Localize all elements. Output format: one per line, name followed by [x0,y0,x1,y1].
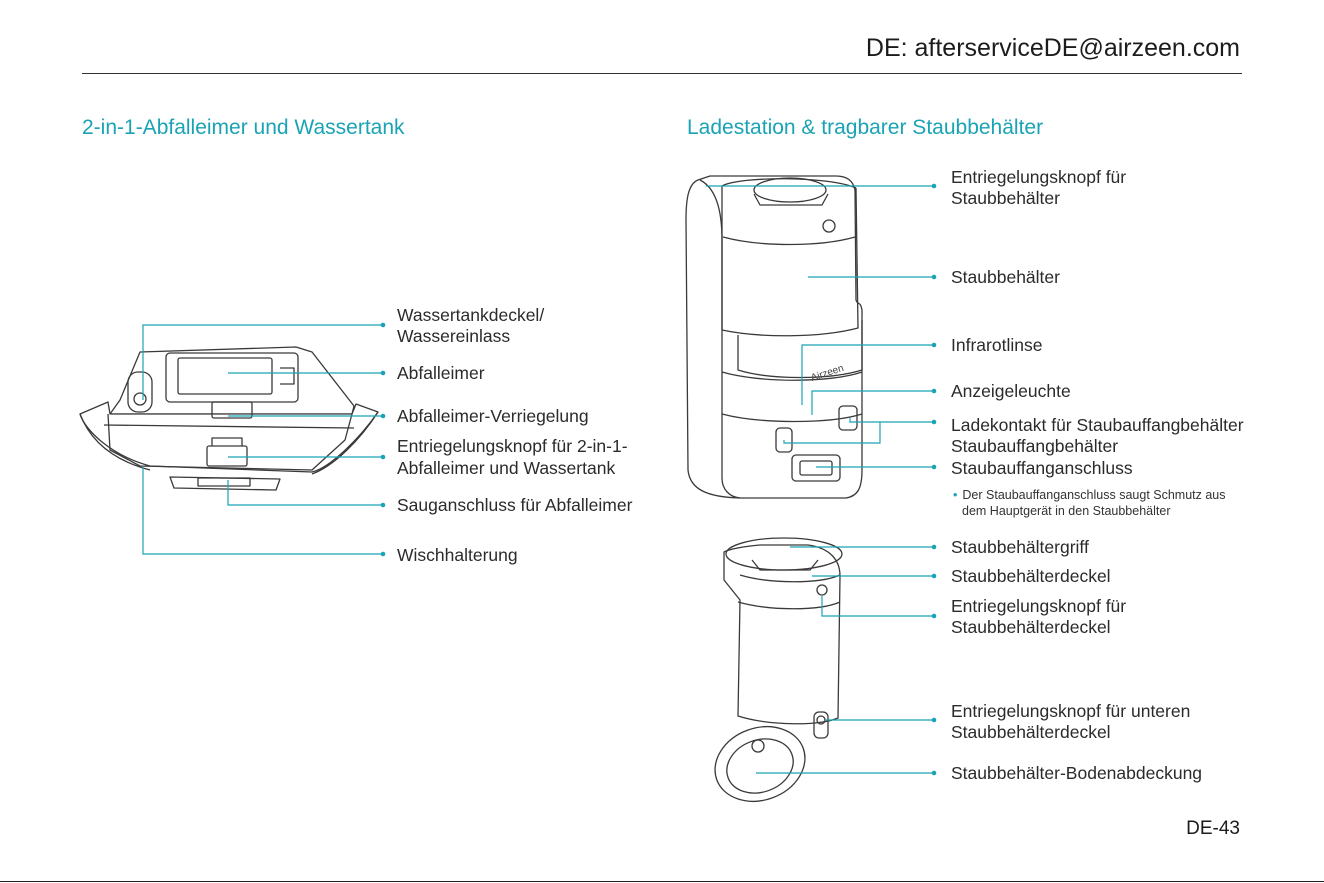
label-dust-collector: Staubauffangbehälter [951,436,1119,456]
bottom-rule [0,881,1324,882]
note-line-2: dem Hauptgerät in den Staubbehälter [962,504,1171,518]
label-dust-collector-port: Staubauffanganschluss [951,458,1133,478]
right-top-leader-dots [931,183,937,470]
label-dustbin: Staubbehälter [951,267,1060,287]
charging-station-illustration [685,175,863,499]
page-number: DE-43 [1186,818,1240,839]
label-dustbin-lid: Staubbehälterdeckel [951,566,1111,586]
right-bottom-leader-lines [756,546,934,774]
note-line-1: •Der Staubauffanganschluss saugt Schmutz… [953,488,1226,502]
label-waste-bin: Abfalleimer [397,363,485,383]
label-dustbin-release-line2: Staubbehälter [951,188,1060,208]
label-indicator-light: Anzeigeleuchte [951,381,1071,401]
label-dustbin-release-line1: Entriegelungsknopf für [951,167,1127,187]
label-release-button-2in1-line1: Entriegelungsknopf für 2-in-1- [397,436,628,456]
label-infrared-lens: Infrarotlinse [951,335,1043,355]
right-section-title: Ladestation & tragbarer Staubbehälter [687,116,1044,139]
label-release-button-2in1-line2: Abfalleimer und Wassertank [397,458,616,478]
left-leader-lines [142,324,383,555]
label-dustbin-handle: Staubbehältergriff [951,537,1089,557]
label-charging-contact: Ladekontakt für Staubauffangbehälter [951,415,1244,435]
right-top-leader-lines [706,185,934,468]
waste-bin-illustration [79,346,379,491]
header-rule [82,73,1242,74]
note-bullet: • [953,488,958,502]
label-bottom-cover: Staubbehälter-Bodenabdeckung [951,763,1203,783]
label-water-tank-lid: Wassertankdeckel/ [397,305,545,325]
label-suction-port: Sauganschluss für Abfalleimer [397,495,633,515]
label-lid-release-line2: Staubbehälterdeckel [951,617,1111,637]
header-email: DE: afterserviceDE@airzeen.com [865,34,1240,62]
label-lower-lid-release-line2: Staubbehälterdeckel [951,722,1111,742]
label-mop-holder: Wischhalterung [397,545,518,565]
label-lid-release-line1: Entriegelungsknopf für [951,596,1127,616]
label-waste-bin-lock: Abfalleimer-Verriegelung [397,406,589,426]
label-lower-lid-release-line1: Entriegelungsknopf für unteren [951,701,1191,721]
label-water-inlet: Wassereinlass [397,326,511,346]
left-section-title: 2-in-1-Abfalleimer und Wassertank [82,116,405,139]
right-bottom-leader-dots [931,544,937,776]
left-leader-dots [380,322,386,557]
portable-dust-bin-illustration [714,537,843,802]
